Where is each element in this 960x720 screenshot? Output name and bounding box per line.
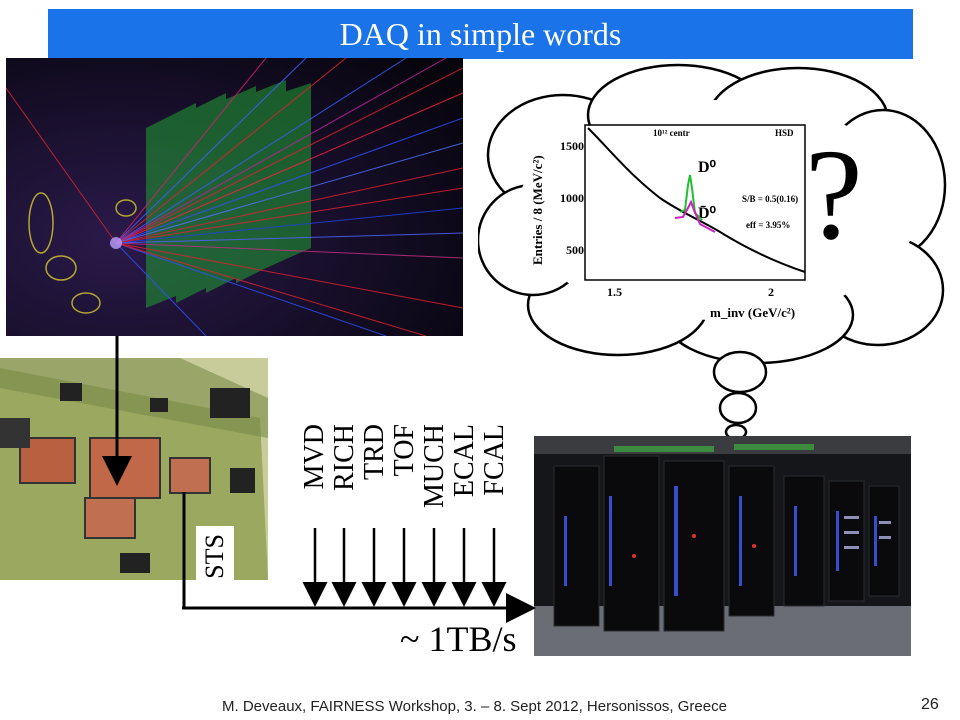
detector-label-rich: RICH [329, 424, 360, 491]
detector-label-tof: TOF [389, 424, 420, 477]
detector-label-ecal: ECAL [449, 424, 480, 498]
detector-label-much: MUCH [419, 424, 450, 509]
detector-label-trd: TRD [359, 424, 390, 480]
plot-background-curve [587, 127, 806, 273]
slide-title: DAQ in simple words [339, 15, 622, 52]
ytick-500: 500 [566, 243, 584, 257]
thought-cloud-shape [476, 63, 947, 365]
detector-label-mvd: MVD [299, 424, 330, 490]
thought-cloud [476, 60, 950, 370]
page-number: 26 [921, 696, 939, 713]
detector-label-fcal: FCAL [479, 424, 510, 496]
plot-ylabel: Entries / 8 (MeV/c²) [530, 155, 545, 265]
sts-label: STS [200, 534, 229, 579]
invariant-mass-plot: 1500 1000 500 1.5 2 Entries / 8 (MeV/c²)… [520, 110, 810, 325]
xtick-2: 2 [768, 285, 774, 299]
plot-top-right-label: HSD [775, 128, 794, 138]
footer-text: M. Deveaux, FAIRNESS Workshop, 3. – 8. S… [222, 698, 727, 715]
peak-label-d0: D⁰ [698, 159, 717, 176]
event-display-image [6, 58, 463, 336]
plot-sb-text: S/B = 0.5(0.16) [742, 194, 798, 204]
plot-top-left-label: 10¹² centr [653, 128, 690, 138]
peak-label-d0bar: D̄⁰ [698, 203, 717, 222]
plot-magenta-peak [674, 199, 716, 233]
computer-cluster-image [534, 436, 911, 656]
ytick-1000: 1000 [560, 191, 584, 205]
question-mark: ? [805, 123, 863, 267]
invariant-mass-plot-svg: 1500 1000 500 1.5 2 Entries / 8 (MeV/c²)… [530, 124, 806, 320]
ytick-1500: 1500 [560, 139, 584, 153]
computer-cluster-graphic [534, 436, 911, 656]
thought-bubbles [712, 350, 768, 440]
data-rate-label: ~ 1TB/s [400, 619, 517, 659]
sts-label-box: STS [196, 526, 234, 594]
xtick-1-5: 1.5 [607, 285, 622, 299]
event-display-graphic [6, 58, 463, 336]
slide-footer: M. Deveaux, FAIRNESS Workshop, 3. – 8. S… [0, 696, 960, 720]
slide-title-bar: DAQ in simple words [48, 9, 913, 59]
plot-xlabel: m_inv (GeV/c²) [710, 305, 795, 320]
plot-eff-text: eff = 3.95% [746, 220, 790, 230]
